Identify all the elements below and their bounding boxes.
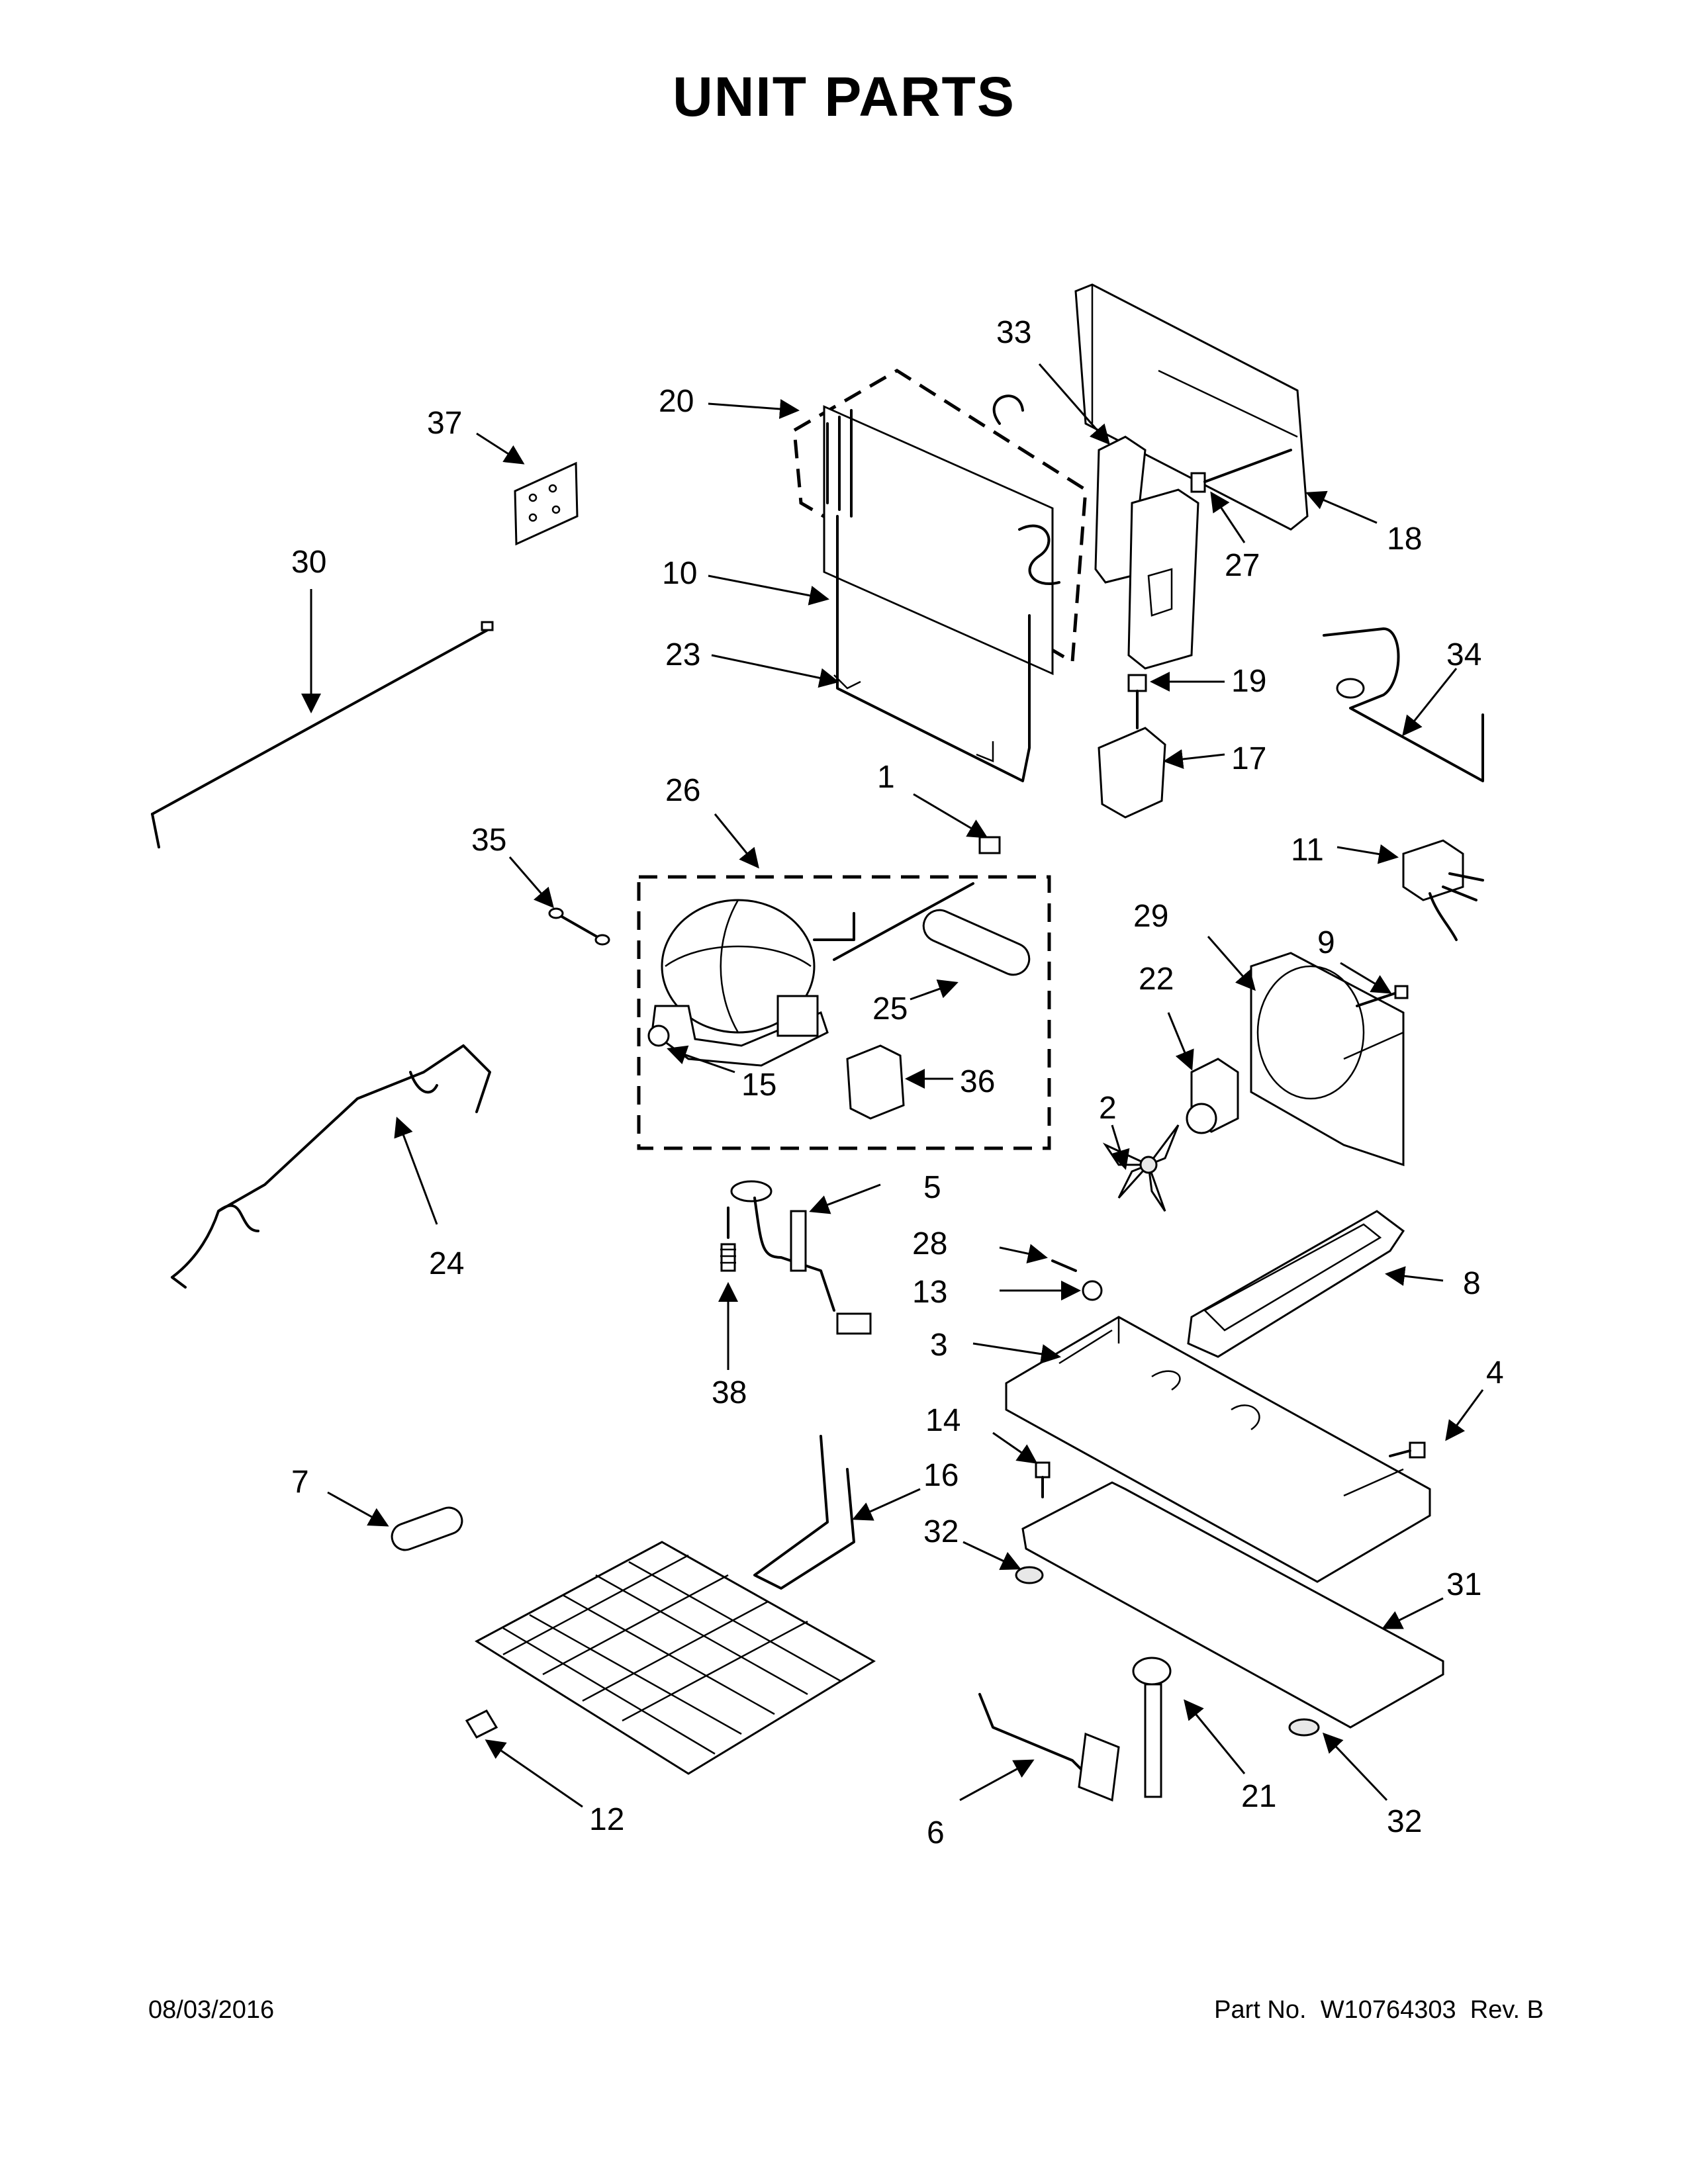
footer-date: 08/03/2016	[148, 1996, 275, 2024]
callout-11: 11	[1291, 833, 1324, 868]
part-19-screw	[1127, 674, 1147, 729]
callout-24: 24	[429, 1246, 464, 1281]
callout-25: 25	[872, 991, 908, 1026]
callout-29: 29	[1133, 899, 1168, 934]
callout-20: 20	[659, 384, 694, 419]
part-34-tube	[1323, 627, 1484, 782]
callout-15: 15	[741, 1068, 776, 1103]
callout-4: 4	[1486, 1355, 1504, 1390]
callout-33: 33	[996, 315, 1031, 350]
callout-1: 1	[877, 760, 895, 795]
part-no-label: Part No.	[1214, 1996, 1307, 2024]
callout-21: 21	[1241, 1779, 1276, 1814]
part-37-screw	[720, 1206, 736, 1272]
part-16-tube	[753, 1435, 855, 1590]
page-title: UNIT PARTS	[673, 66, 1015, 128]
part-9-screw	[1356, 985, 1409, 1007]
callout-labels: 37 30 20 10 23 33 18 27 19 17 34 11 1 26…	[291, 315, 1504, 1850]
part-14-screw	[1035, 1461, 1051, 1498]
part-8-drain-pan	[1187, 1210, 1405, 1358]
callout-38: 37	[427, 406, 462, 441]
part-17-bracket	[1098, 727, 1166, 819]
part-31-pad	[1021, 1481, 1444, 1729]
part-29-fan-shroud	[1250, 952, 1405, 1167]
part-18-shroud	[1074, 283, 1309, 531]
callout-12: 12	[589, 1802, 624, 1837]
callout-6: 6	[927, 1815, 945, 1850]
part-panel	[1127, 488, 1199, 670]
part-26-compressor-group	[637, 875, 1051, 1150]
callout-30: 30	[291, 545, 326, 580]
callout-23: 23	[665, 637, 700, 672]
part-4-screw	[1389, 1441, 1426, 1459]
part-3-base-plate	[1005, 1316, 1431, 1583]
part-24-harness	[171, 1044, 491, 1289]
part-28-clip	[1051, 1259, 1077, 1272]
callout-17: 17	[1231, 741, 1266, 776]
part-6-sensor	[978, 1693, 1120, 1802]
callout-32-b: 32	[1387, 1804, 1422, 1839]
callout-3: 3	[930, 1328, 948, 1363]
part-20-condenser	[792, 369, 1088, 676]
callout-2: 2	[1099, 1091, 1117, 1126]
callout-8: 8	[1463, 1266, 1481, 1301]
callout-5: 5	[923, 1170, 941, 1205]
callout-9: 9	[1317, 925, 1335, 960]
callout-37: 38	[712, 1375, 747, 1410]
part-32-foot-right	[1288, 1718, 1320, 1737]
callout-32-a: 32	[923, 1514, 959, 1549]
part-7-sleeve	[391, 1506, 463, 1551]
callout-7: 7	[291, 1465, 309, 1500]
callout-28: 28	[912, 1226, 947, 1261]
part-38-board	[514, 461, 579, 546]
part-35-module	[846, 1044, 905, 1120]
callout-13: 13	[912, 1275, 947, 1310]
callout-27: 27	[1225, 548, 1260, 583]
callout-36: 35	[471, 823, 506, 858]
part-no-value: W10764303	[1320, 1996, 1456, 2024]
callout-18: 18	[1387, 522, 1422, 557]
callout-16: 16	[923, 1458, 959, 1493]
part-5-valve	[730, 1180, 872, 1335]
part-21-solenoid	[1132, 1657, 1172, 1798]
part-27-screw	[1190, 449, 1292, 493]
part-30-cable	[151, 621, 494, 848]
rev-value: B	[1526, 1996, 1544, 2024]
part-12-evaporator	[465, 1541, 876, 1775]
part-22-motor	[1186, 1058, 1239, 1134]
callout-26: 26	[665, 773, 700, 808]
part-1-fitting	[978, 836, 1001, 854]
footer-part-number: Part No. W10764303 Rev. B	[1214, 1996, 1544, 2025]
callout-31: 31	[1446, 1567, 1481, 1602]
part-13-bushing	[1082, 1280, 1103, 1301]
callout-14: 14	[925, 1403, 961, 1438]
callout-22: 22	[1139, 962, 1174, 997]
rev-label: Rev.	[1470, 1996, 1521, 2024]
part-11-relay	[1402, 839, 1484, 941]
part-36-clip	[548, 907, 610, 946]
callout-10: 10	[662, 556, 697, 591]
callout-19: 19	[1231, 664, 1266, 699]
callout-34: 34	[1446, 637, 1481, 672]
part-32-foot-left	[1015, 1566, 1044, 1584]
leader-lines	[301, 363, 1484, 1808]
part-25-drier	[922, 909, 1031, 976]
callout-35: 36	[960, 1064, 995, 1099]
